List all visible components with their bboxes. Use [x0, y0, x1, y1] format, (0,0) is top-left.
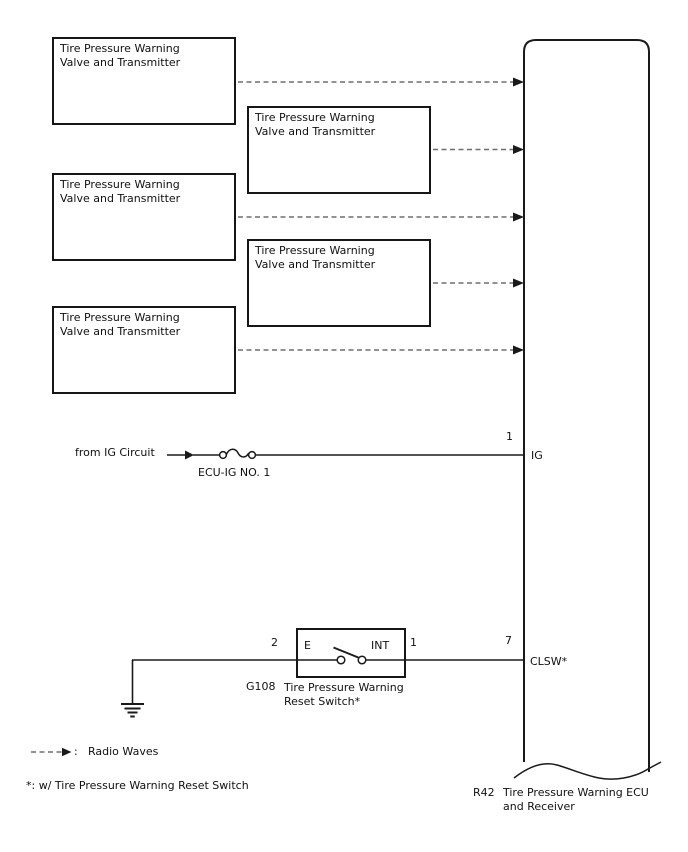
switch-connector-code: G108	[246, 680, 276, 693]
arrowhead-icon	[513, 212, 524, 222]
arrowhead-icon	[513, 77, 524, 87]
ecu-name-line1: Tire Pressure Warning ECU	[503, 786, 649, 799]
reset-switch-box	[296, 628, 406, 678]
ecu-outline	[513, 39, 662, 780]
legend-separator: :	[74, 745, 78, 758]
arrowhead-icon	[513, 278, 524, 288]
radio-wave-arrow-1	[238, 77, 524, 87]
fuse-label: ECU-IG NO. 1	[198, 466, 271, 479]
radio-waves-legend-icon	[31, 747, 72, 757]
ecu-name-line2: and Receiver	[503, 800, 575, 813]
arrowhead-icon	[513, 345, 524, 355]
transmitter-box-5: Tire Pressure Warning Valve and Transmit…	[52, 306, 236, 394]
switch-contact-left	[336, 655, 346, 665]
reset-switch-symbol	[132, 628, 524, 678]
ground-icon	[121, 660, 144, 718]
radio-wave-arrow-4	[433, 278, 524, 288]
radio-wave-arrow-5	[238, 345, 524, 355]
transmitter-label: Valve and Transmitter	[255, 125, 376, 138]
switch-name-line1: Tire Pressure Warning	[284, 681, 404, 694]
transmitter-label: Tire Pressure Warning	[60, 42, 180, 55]
transmitter-label: Tire Pressure Warning	[255, 111, 375, 124]
transmitter-box-2: Tire Pressure Warning Valve and Transmit…	[247, 106, 431, 194]
ig-source-label: from IG Circuit	[75, 446, 155, 459]
switch-terminal-e: E	[304, 639, 311, 652]
transmitter-box-3: Tire Pressure Warning Valve and Transmit…	[52, 173, 236, 261]
transmitter-box-4: Tire Pressure Warning Valve and Transmit…	[247, 239, 431, 327]
ig-pin-number: 1	[506, 430, 513, 443]
clsw-terminal-label: CLSW*	[530, 655, 568, 668]
legend-footnote: *: w/ Tire Pressure Warning Reset Switch	[26, 779, 249, 792]
transmitter-label: Valve and Transmitter	[60, 192, 181, 205]
transmitter-box-1: Tire Pressure Warning Valve and Transmit…	[52, 37, 236, 125]
ecu-torn-edge	[513, 761, 662, 780]
switch-name-line2: Reset Switch*	[284, 695, 361, 708]
transmitter-label: Tire Pressure Warning	[255, 244, 375, 257]
switch-pin-right: 1	[410, 636, 417, 649]
transmitter-label: Tire Pressure Warning	[60, 178, 180, 191]
transmitter-label: Valve and Transmitter	[60, 325, 181, 338]
ig-terminal-label: IG	[531, 449, 543, 462]
legend-radio-waves-label: Radio Waves	[88, 745, 159, 758]
transmitter-label: Valve and Transmitter	[255, 258, 376, 271]
fuse-icon	[218, 448, 257, 460]
arrowhead-icon	[185, 450, 194, 460]
switch-pin-left: 2	[271, 636, 278, 649]
arrowhead-icon	[62, 747, 72, 757]
radio-wave-arrow-2	[433, 145, 524, 154]
switch-contact-right	[357, 655, 367, 665]
ecu-connector-code: R42	[473, 786, 495, 799]
clsw-pin-number: 7	[505, 634, 512, 647]
switch-blade	[333, 646, 359, 659]
radio-wave-arrow-3	[238, 212, 524, 222]
arrowhead-icon	[513, 145, 524, 154]
switch-terminal-int: INT	[371, 639, 390, 652]
transmitter-label: Valve and Transmitter	[60, 56, 181, 69]
ig-circuit-wire	[167, 448, 524, 460]
transmitter-label: Tire Pressure Warning	[60, 311, 180, 324]
